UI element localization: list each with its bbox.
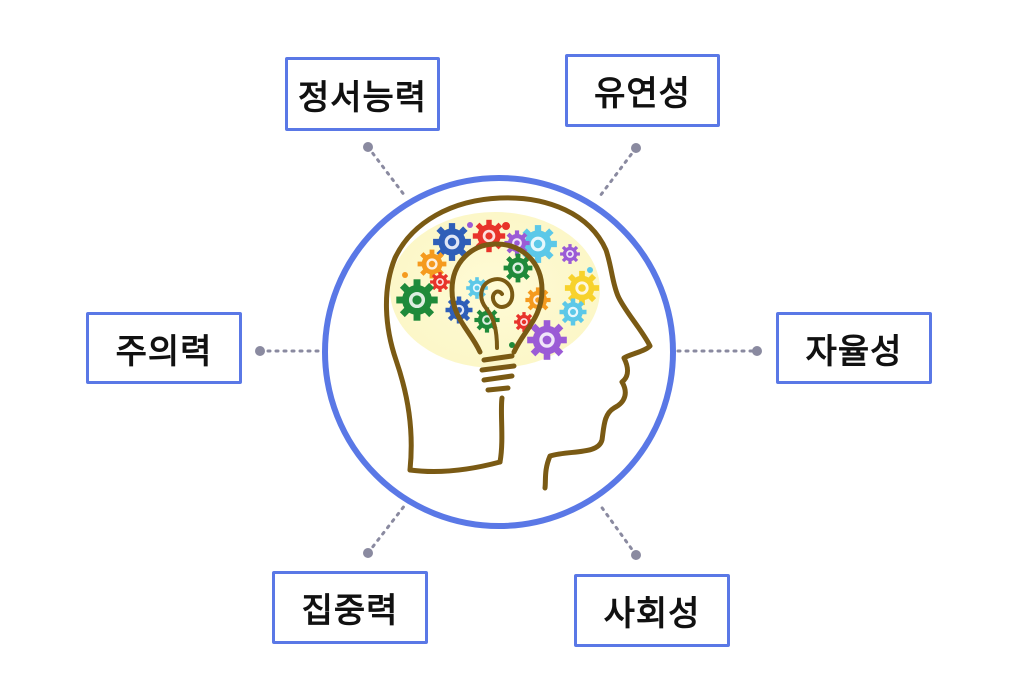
head-with-gears-and-lightbulb-icon [383,195,653,491]
label-flexibility: 유연성 [565,54,720,127]
label-emotional-ability: 정서능력 [285,57,440,131]
label-attention: 주의력 [86,312,242,384]
connector-autonomy [676,346,762,356]
label-autonomy: 자율성 [776,312,932,384]
connector-emotional [363,142,407,198]
connector-flexibility [598,143,641,198]
connector-social [598,503,641,560]
label-sociability: 사회성 [574,574,730,647]
label-concentration: 집중력 [272,571,428,644]
connector-focus [363,503,407,558]
connector-attention [255,346,324,356]
